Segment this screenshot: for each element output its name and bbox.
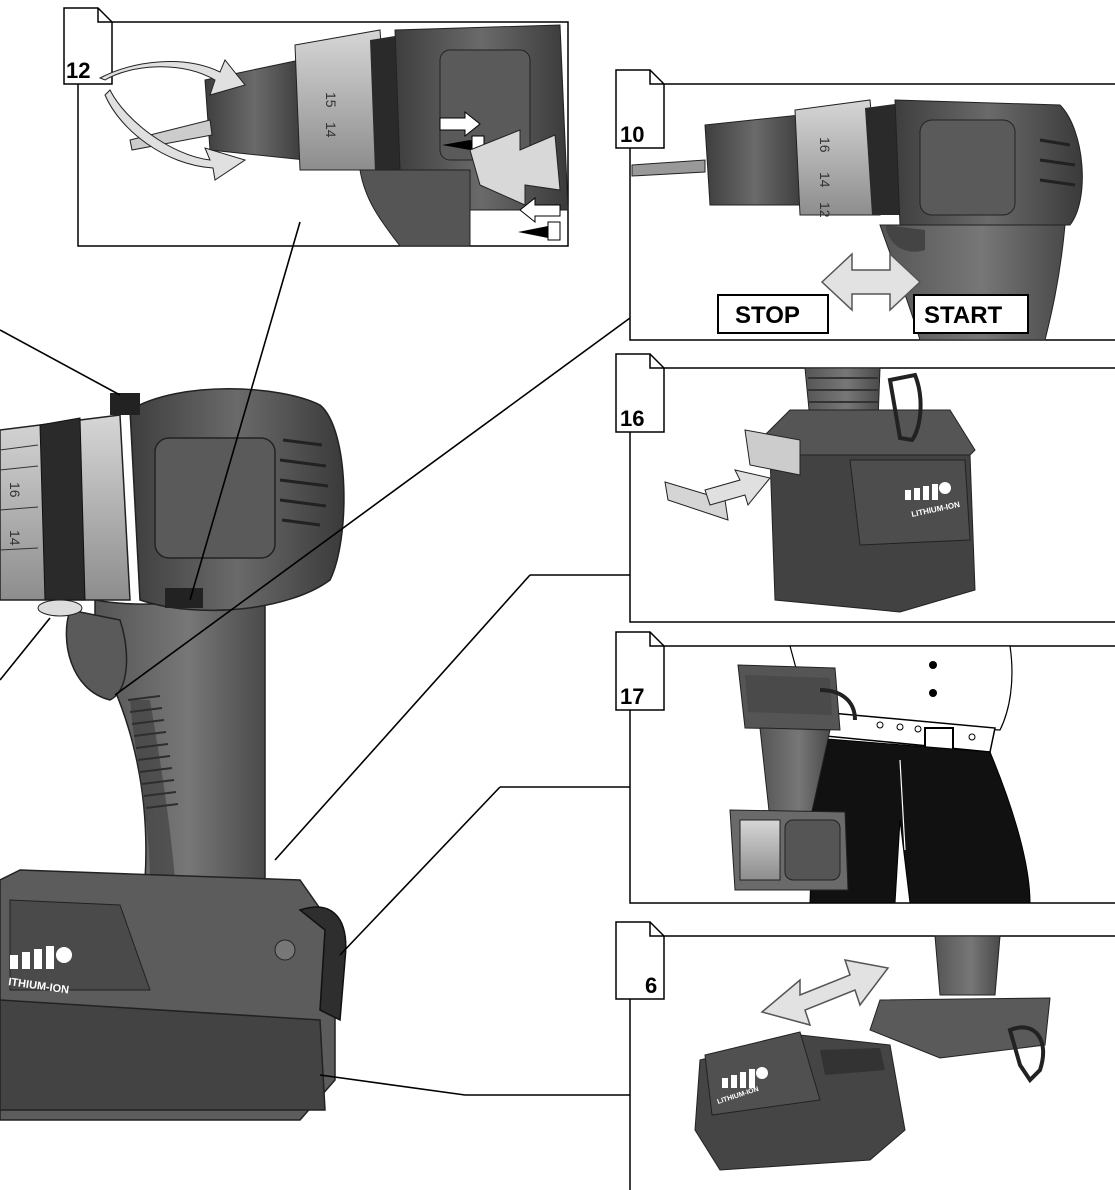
- stop-label: STOP: [735, 302, 800, 329]
- rotate-arrow-icon: [98, 59, 246, 96]
- reverse-arrow-icon: [519, 196, 561, 224]
- panel-number-17: 17: [620, 684, 644, 709]
- panel-number-tab-17: [615, 631, 665, 711]
- panel-6: 6 LITHIUM-ION: [615, 921, 1115, 1190]
- belt-clip: [298, 906, 347, 1022]
- panel-number-tab-16: [615, 353, 665, 433]
- direction-toggle-arrow-icon: [469, 129, 561, 206]
- vent-slots: [279, 438, 329, 527]
- panel-number-tab-10: [615, 69, 665, 149]
- clutch-ring-ticks: [0, 444, 39, 551]
- panel-number-10: 10: [620, 122, 644, 147]
- start-label-box: [913, 294, 1029, 334]
- direction-switch: [165, 588, 203, 608]
- dial-14-p10: 14: [817, 172, 833, 188]
- battery-gauge-icon: [10, 946, 72, 969]
- screwdriver-bit: [664, 481, 729, 521]
- belt-clip-p16: [887, 372, 923, 443]
- panel-10: 10 16 14 12 STOP START: [615, 69, 1115, 341]
- battery-gauge-icon-p6: [722, 1067, 768, 1088]
- slide-double-arrow-icon: [760, 959, 890, 1027]
- leader-lines: [0, 221, 631, 1096]
- panel-number-12: 12: [66, 58, 90, 83]
- trigger: [65, 609, 128, 701]
- shirt: [789, 645, 1013, 731]
- dial-16-p10: 16: [817, 137, 833, 153]
- battery-gauge-icon-p16: [905, 482, 951, 500]
- panel-17: 17: [615, 631, 1115, 904]
- trousers: [809, 737, 1031, 904]
- battery-pack: [0, 999, 326, 1111]
- panel-number-tab-6: [615, 921, 665, 1000]
- insert-arrow-icon: [704, 469, 771, 507]
- panel-16: 16 LITHIUM-ION: [615, 353, 1115, 623]
- panel-number-16: 16: [620, 406, 644, 431]
- push-double-arrow-icon: [820, 252, 922, 312]
- dial-12-p10: 12: [817, 202, 833, 218]
- start-label: START: [924, 302, 1003, 329]
- forward-arrow-icon: [439, 110, 481, 138]
- stop-label-box: [717, 294, 829, 334]
- grip-ribs: [127, 695, 179, 809]
- tool-foot: [869, 997, 1051, 1059]
- dial-number-14: 14: [7, 530, 23, 546]
- panel-12: 12 15 14: [63, 7, 569, 247]
- dial-14-p12: 14: [323, 122, 339, 138]
- screw-icon-2: [518, 221, 561, 241]
- main-drill: 16 14 ITHIUM-ION: [0, 388, 347, 1121]
- panel-number-tab-12: [63, 7, 113, 85]
- dial-15-p12: 15: [323, 92, 339, 108]
- dial-number-16: 16: [7, 482, 23, 498]
- panel-number-6: 6: [645, 973, 657, 998]
